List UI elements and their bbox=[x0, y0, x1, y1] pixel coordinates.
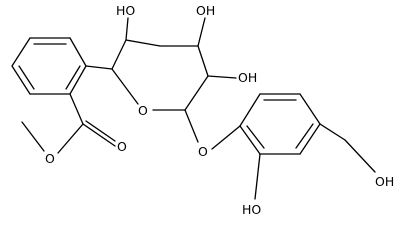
hydroxyl-label: OH bbox=[196, 3, 215, 18]
hydroxyl-label: HO bbox=[116, 3, 135, 18]
bond bbox=[18, 65, 35, 90]
carbonyl-oxygen-label: O bbox=[117, 139, 127, 154]
bond bbox=[211, 125, 241, 150]
ester-oxygen-label: O bbox=[45, 151, 55, 166]
structure-canvas: HO OH OH O O O O HO OH bbox=[11, 3, 394, 217]
bond bbox=[125, 17, 129, 41]
bond bbox=[184, 75, 209, 111]
bond bbox=[85, 65, 113, 70]
bond bbox=[21, 121, 45, 152]
bond bbox=[111, 39, 127, 70]
bond bbox=[11, 65, 31, 95]
bond bbox=[254, 153, 261, 200]
bond-layer bbox=[11, 17, 376, 200]
bond bbox=[111, 68, 139, 105]
bond bbox=[295, 123, 314, 149]
bond bbox=[69, 37, 87, 67]
bond bbox=[344, 139, 376, 173]
bond bbox=[239, 93, 261, 127]
bond bbox=[197, 45, 209, 77]
bond bbox=[184, 109, 199, 143]
molecule-structure: HO OH OH O O O O HO OH bbox=[11, 3, 394, 217]
bond bbox=[125, 39, 161, 47]
bond bbox=[57, 123, 84, 154]
ring-oxygen-label: O bbox=[138, 103, 148, 118]
bond bbox=[299, 123, 321, 155]
bond bbox=[11, 37, 31, 67]
bond bbox=[299, 93, 321, 125]
bond bbox=[319, 123, 346, 141]
hydroxyl-label: OH bbox=[238, 70, 257, 85]
bond bbox=[85, 120, 116, 142]
bond bbox=[239, 125, 261, 155]
atom-labels: HO OH OH O O O O HO OH bbox=[45, 3, 394, 217]
bond bbox=[69, 93, 84, 125]
glycosidic-oxygen-label: O bbox=[198, 144, 208, 159]
benzylic-hydroxyl-label: OH bbox=[375, 174, 394, 189]
bond bbox=[82, 123, 116, 147]
phenol-hydroxyl-label: HO bbox=[242, 202, 261, 217]
bond bbox=[69, 65, 87, 95]
bond bbox=[246, 125, 265, 149]
bond bbox=[197, 17, 206, 47]
bond bbox=[207, 75, 237, 79]
bond bbox=[65, 65, 81, 90]
